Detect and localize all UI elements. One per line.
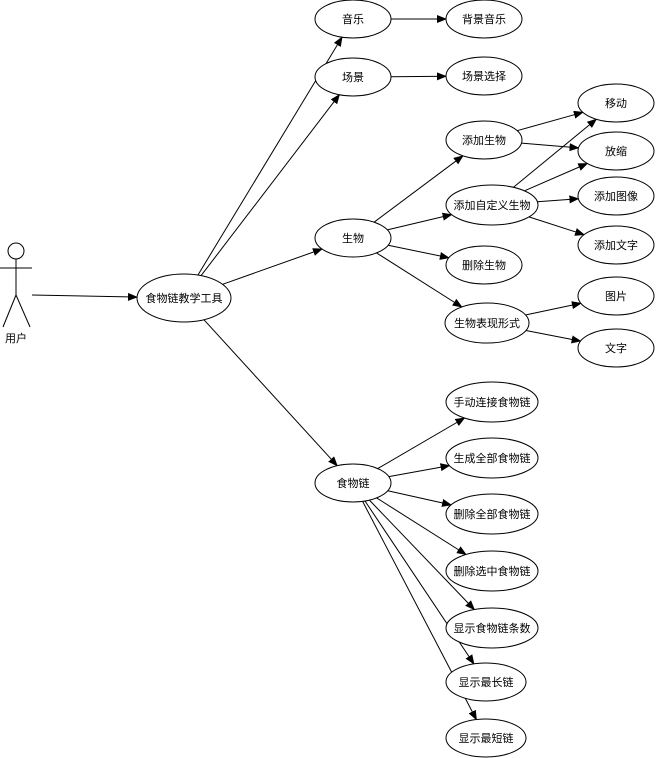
edges-layer xyxy=(31,15,598,721)
node-delete-all-label: 删除全部食物链 xyxy=(454,507,531,521)
node-creature-form-label: 生物表现形式 xyxy=(454,316,520,330)
node-show-count-label: 显示食物链条数 xyxy=(454,621,531,635)
node-root[interactable]: 食物链教学工具 xyxy=(136,273,232,323)
edge-add-custom-creature-to-add-image xyxy=(537,195,580,204)
edge-creature-to-add-custom-creature xyxy=(387,212,453,231)
edge-root-to-foodchain xyxy=(203,319,338,467)
edge-root-to-creature xyxy=(222,248,323,285)
node-show-shortest-label: 显示最短链 xyxy=(459,731,514,745)
node-delete-creature-label: 删除生物 xyxy=(462,258,506,272)
node-add-creature[interactable]: 添加生物 xyxy=(445,120,523,160)
edge-creature-to-delete-creature xyxy=(387,244,450,260)
edge-foodchain-to-manual-connect xyxy=(377,417,466,470)
node-scene-select[interactable]: 场景选择 xyxy=(445,56,523,96)
node-delete-creature[interactable]: 删除生物 xyxy=(445,245,523,285)
edge-foodchain-to-show-count xyxy=(369,499,475,611)
node-scene[interactable]: 场景 xyxy=(314,57,392,97)
edge-add-custom-creature-to-add-text xyxy=(528,216,586,236)
node-delete-selected[interactable]: 删除选中食物链 xyxy=(445,550,539,592)
edge-creature-form-to-text xyxy=(525,330,582,344)
node-text-label: 文字 xyxy=(605,341,627,355)
node-add-image[interactable]: 添加图像 xyxy=(577,176,655,216)
node-creature-label: 生物 xyxy=(342,231,364,245)
node-bg-music[interactable]: 背景音乐 xyxy=(445,0,523,39)
edge-creature-to-add-creature xyxy=(373,155,464,223)
node-scene-label: 场景 xyxy=(342,70,364,84)
edge-creature-to-creature-form xyxy=(376,252,463,308)
actor-leg-right xyxy=(15,294,31,328)
node-move-label: 移动 xyxy=(605,97,627,110)
node-delete-all[interactable]: 删除全部食物链 xyxy=(445,493,539,535)
node-picture[interactable]: 图片 xyxy=(577,276,655,316)
node-add-text[interactable]: 添加文字 xyxy=(577,225,655,265)
edge-add-custom-creature-to-scale xyxy=(524,163,589,192)
node-scale[interactable]: 放缩 xyxy=(577,131,655,171)
edge-actor-to-root xyxy=(31,292,138,301)
node-move[interactable]: 移动 xyxy=(577,83,655,123)
node-generate-all-label: 生成全部食物链 xyxy=(454,451,531,465)
edge-foodchain-to-delete-all xyxy=(387,490,453,507)
node-music[interactable]: 音乐 xyxy=(314,0,392,39)
node-show-count[interactable]: 显示食物链条数 xyxy=(445,607,539,649)
node-add-creature-label: 添加生物 xyxy=(462,133,506,147)
node-show-shortest[interactable]: 显示最短链 xyxy=(445,718,527,758)
edge-root-to-scene xyxy=(200,93,341,276)
edge-add-creature-to-move xyxy=(516,110,584,132)
node-bg-music-label: 背景音乐 xyxy=(462,12,506,26)
actor-label: 用户 xyxy=(5,331,27,345)
node-show-longest[interactable]: 显示最长链 xyxy=(445,662,527,702)
node-text[interactable]: 文字 xyxy=(577,328,655,368)
edge-add-creature-to-scale xyxy=(521,142,580,152)
node-scene-select-label: 场景选择 xyxy=(462,69,506,83)
node-creature[interactable]: 生物 xyxy=(314,218,392,258)
edge-add-custom-creature-to-move xyxy=(513,118,598,188)
actor-head-icon xyxy=(7,242,25,260)
node-show-longest-label: 显示最长链 xyxy=(459,675,514,689)
edge-foodchain-to-delete-selected xyxy=(376,497,467,556)
actor-leg-left xyxy=(2,294,17,328)
node-manual-connect[interactable]: 手动连接食物链 xyxy=(445,381,539,423)
node-music-label: 音乐 xyxy=(342,12,364,26)
node-add-text-label: 添加文字 xyxy=(594,238,638,252)
node-generate-all[interactable]: 生成全部食物链 xyxy=(445,437,539,479)
edge-foodchain-to-generate-all xyxy=(388,463,451,478)
node-foodchain[interactable]: 食物链 xyxy=(314,463,392,503)
node-scale-label: 放缩 xyxy=(605,144,627,158)
node-picture-label: 图片 xyxy=(605,290,627,303)
node-creature-form[interactable]: 生物表现形式 xyxy=(444,302,530,344)
actor-user[interactable]: 用户 xyxy=(0,242,32,345)
edge-creature-form-to-picture xyxy=(525,301,582,316)
node-root-label: 食物链教学工具 xyxy=(146,291,223,305)
node-add-custom-creature-label: 添加自定义生物 xyxy=(454,198,531,212)
node-foodchain-label: 食物链 xyxy=(337,476,370,490)
node-manual-connect-label: 手动连接食物链 xyxy=(454,395,531,409)
node-add-custom-creature[interactable]: 添加自定义生物 xyxy=(445,184,539,226)
node-delete-selected-label: 删除选中食物链 xyxy=(454,564,531,578)
node-add-image-label: 添加图像 xyxy=(594,189,638,203)
